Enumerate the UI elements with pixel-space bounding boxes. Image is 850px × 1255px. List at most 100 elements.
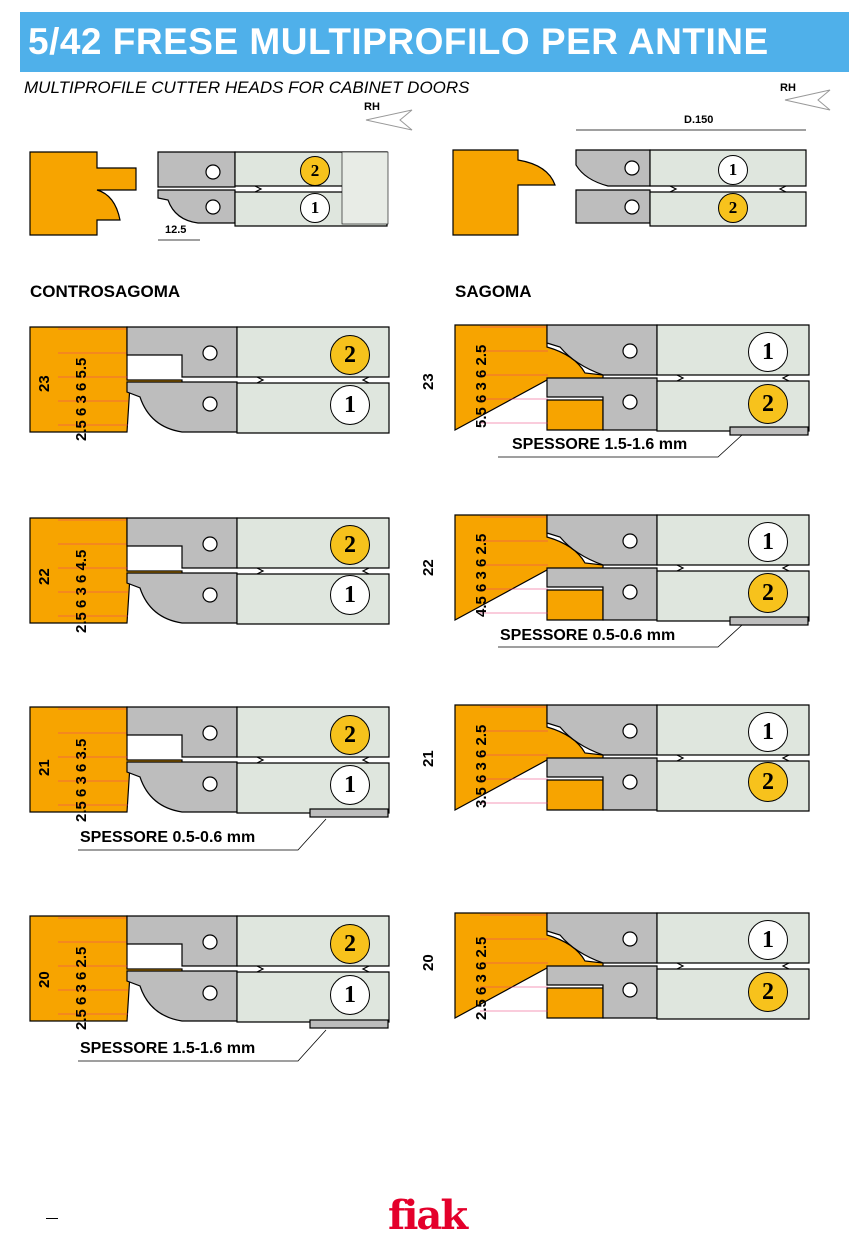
overview-left-rh-label: RH [364,101,380,113]
sagoma-4-bottom-badge: 2 [748,972,788,1012]
contro-4-cutter-top [126,915,238,967]
sagoma-2-spessore: SPESSORE 0.5-0.6 mm [500,627,676,644]
sagoma-4-cutter-top [546,912,658,964]
overview-left-hole-bottom [205,199,221,215]
sagoma-1-cutter-top [546,324,658,376]
overview-left-rh-arrow [365,109,413,131]
sagoma-3-hole-top [622,723,638,739]
overview-right-rh-arrow [784,89,831,111]
sagoma-3-dims: 3.5 6 3 6 2.5 [473,724,490,808]
contro-4-top-badge: 2 [330,924,370,964]
contro-3-arbor-groove [256,756,370,764]
overview-left-workpiece [29,151,137,236]
contro-4-cutter-bottom [126,970,238,1022]
sagoma-1-bottom-badge: 2 [748,384,788,424]
sagoma-3-bottom-badge: 2 [748,762,788,802]
sagoma-3-height: 21 [420,750,437,767]
overview-right-rh-label: RH [780,82,796,94]
overview-left-hole-top [205,164,221,180]
contro-2-bottom-badge: 1 [330,575,370,615]
contro-3-top-badge: 2 [330,715,370,755]
sagoma-2-arbor-groove [676,564,790,572]
contro-1-cutter-top [126,326,238,378]
sagoma-3-arbor-groove [676,754,790,762]
overview-right-hole-top [624,160,640,176]
contro-1-cutter-bottom [126,381,238,433]
sagoma-1-spacer [729,426,809,436]
page-title: 5/42 FRESE MULTIPROFILO PER ANTINE [20,12,849,72]
sagoma-1-top-badge: 1 [748,332,788,372]
overview-left-dimension: 12.5 [165,224,187,236]
contro-2-cutter-top [126,517,238,569]
sagoma-4-cutter-bottom [546,965,658,1019]
contro-3-cutter-top [126,706,238,758]
contro-4-hole-top [202,934,218,950]
contro-4-spacer [309,1019,389,1029]
contro-2-hole-top [202,536,218,552]
contro-3-spessore: SPESSORE 0.5-0.6 mm [80,829,256,846]
contro-3-leader [78,818,327,851]
sagoma-4-height: 20 [420,954,437,971]
contro-4-bottom-badge: 1 [330,975,370,1015]
sagoma-4-top-badge: 1 [748,920,788,960]
sagoma-3-top-badge: 1 [748,712,788,752]
contro-2-cutter-bottom [126,572,238,624]
section-title-sagoma: SAGOMA [455,282,532,301]
contro-3-hole-top [202,725,218,741]
overview-right-hole-bottom [624,199,640,215]
sagoma-2-top-badge: 1 [748,522,788,562]
fiak-logo: fiak [388,1192,468,1239]
sagoma-2-dims: 4.5 6 3 6 2.5 [473,533,490,617]
contro-1-top-badge: 2 [330,335,370,375]
sagoma-4-hole-bottom [622,982,638,998]
sagoma-2-cutter-bottom [546,567,658,621]
overview-right-dimension: D.150 [684,114,714,126]
overview-left-hub [341,151,389,225]
overview-right-top-badge: 1 [718,155,748,185]
contro-1-arbor-groove [256,376,370,384]
sagoma-1-hole-top [622,343,638,359]
contro-3-hole-bottom [202,776,218,792]
sagoma-2-spacer [729,616,809,626]
sagoma-3-cutter-top [546,704,658,756]
overview-right-cutter-top [575,149,651,187]
overview-left-top-badge: 2 [300,156,330,186]
contro-2-top-badge: 2 [330,525,370,565]
contro-4-height: 20 [36,971,53,988]
overview-left-cutter-top [157,151,236,188]
sagoma-1-cutter-bottom [546,377,658,431]
contro-2-arbor-groove [256,567,370,575]
contro-1-hole-bottom [202,396,218,412]
sagoma-2-height: 22 [420,559,437,576]
sagoma-1-spessore: SPESSORE 1.5-1.6 mm [512,436,688,453]
sagoma-3-hole-bottom [622,774,638,790]
contro-4-spessore: SPESSORE 1.5-1.6 mm [80,1040,256,1057]
sagoma-2-cutter-top [546,514,658,566]
sagoma-4-arbor-groove [676,962,790,970]
sagoma-4-hole-top [622,931,638,947]
contro-3-spacer [309,808,389,818]
sagoma-1-dims: 5.5 6 3 6 2.5 [473,344,490,428]
contro-4-dims: 2.5 6 3 6 2.5 [73,946,90,1030]
sagoma-1-hole-bottom [622,394,638,410]
contro-1-dims: 2.5 6 3 6 5.5 [73,357,90,441]
page-subtitle: MULTIPROFILE CUTTER HEADS FOR CABINET DO… [24,78,470,97]
sagoma-2-hole-top [622,533,638,549]
contro-2-dims: 2.5 6 3 6 4.5 [73,549,90,633]
sagoma-1-arbor-groove [676,374,790,382]
sagoma-1-height: 23 [420,373,437,390]
contro-1-hole-top [202,345,218,361]
contro-1-height: 23 [36,375,53,392]
overview-right-bottom-badge: 2 [718,193,748,223]
overview-right-arbor-groove [669,185,787,193]
page-mark [46,1218,58,1219]
contro-3-dims: 2.5 6 3 6 3.5 [73,738,90,822]
contro-3-cutter-bottom [126,761,238,813]
contro-4-hole-bottom [202,985,218,1001]
sagoma-1-leader [498,434,743,458]
overview-left-bottom-badge: 1 [300,193,330,223]
contro-2-hole-bottom [202,587,218,603]
overview-right-workpiece [452,149,556,236]
sagoma-3-cutter-bottom [546,757,658,811]
